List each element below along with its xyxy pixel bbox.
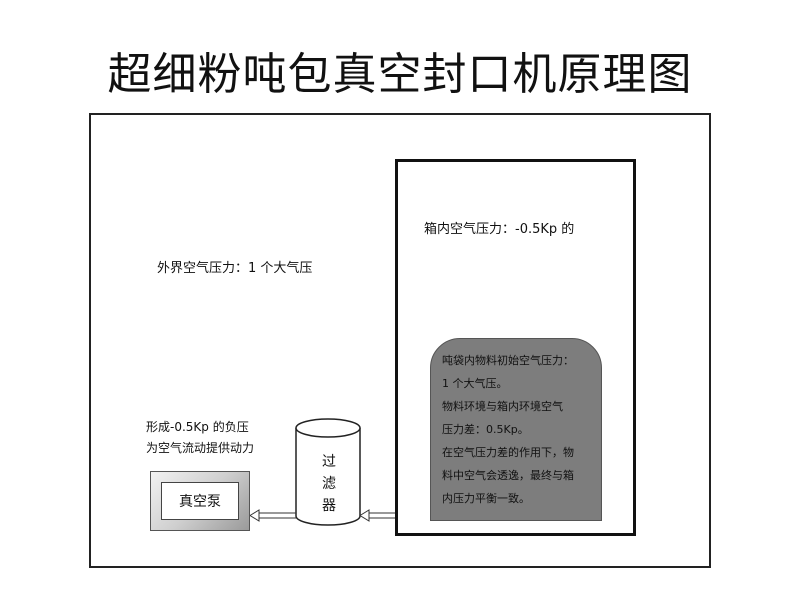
bag-line: 物料环境与箱内环境空气 — [442, 400, 563, 413]
filter-char: 滤 — [322, 476, 336, 492]
vacuum-chamber — [395, 159, 636, 536]
bag-line: 压力差：0.5Kp。 — [442, 423, 529, 436]
arrow-chamber-to-filter — [359, 509, 395, 522]
ambient-environment-frame — [89, 113, 711, 568]
ton-bag — [430, 338, 602, 521]
vacuum-pump: 真空泵 — [150, 471, 250, 531]
bag-line: 在空气压力差的作用下，物 — [442, 446, 574, 459]
pump-note-line-1: 形成-0.5Kp 的负压 — [146, 420, 249, 434]
filter-char: 器 — [322, 498, 336, 514]
bag-line: 吨袋内物料初始空气压力： — [442, 354, 574, 367]
chamber-pressure-label: 箱内空气压力：-0.5Kp 的 — [424, 222, 575, 237]
bag-line: 料中空气会透逸，最终与箱 — [442, 469, 574, 482]
page-title: 超细粉吨包真空封口机原理图 — [107, 49, 693, 100]
outside-pressure-label: 外界空气压力：1 个大气压 — [157, 261, 313, 276]
bag-line: 1 个大气压。 — [442, 377, 508, 390]
filter-cylinder — [295, 418, 361, 526]
pump-note-line-2: 为空气流动提供动力 — [146, 441, 255, 455]
pump-note: 形成-0.5Kp 的负压 为空气流动提供动力 — [146, 417, 254, 459]
bag-line: 内压力平衡一致。 — [442, 492, 530, 505]
filter-label: 过 滤 器 — [314, 451, 344, 517]
ton-bag-description: 吨袋内物料初始空气压力： 1 个大气压。 物料环境与箱内环境空气 压力差：0.5… — [442, 349, 602, 510]
filter-char: 过 — [322, 454, 336, 470]
vacuum-pump-label: 真空泵 — [161, 482, 239, 520]
arrow-filter-to-pump — [249, 509, 296, 522]
